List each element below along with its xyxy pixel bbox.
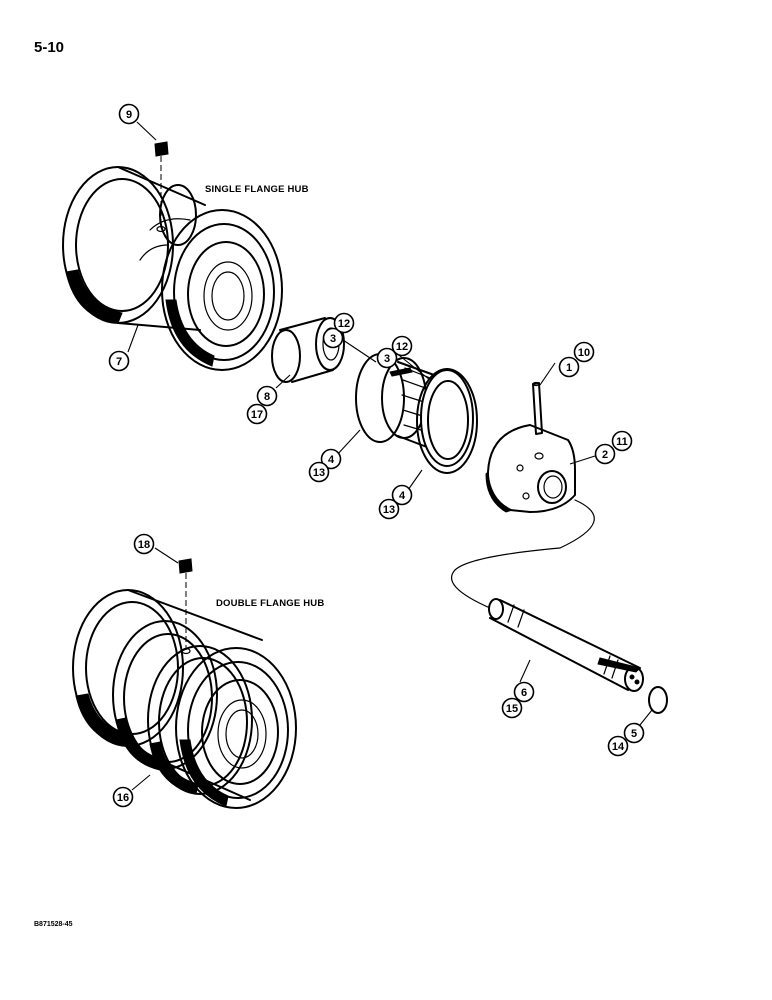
shaft-drawing [488,598,644,692]
callout-12a: 12 [333,312,355,334]
svg-text:13: 13 [313,467,325,479]
callout-1: 1 [558,356,580,378]
svg-text:16: 16 [117,792,129,804]
snap-ring-drawing [648,686,668,714]
svg-text:14: 14 [612,741,625,753]
assembly-path-line [450,499,595,609]
pin-drawing [532,381,543,435]
svg-text:15: 15 [506,703,518,715]
svg-text:1: 1 [566,362,572,374]
callout-14: 14 [607,735,629,757]
seal-assembly-drawing [355,353,478,474]
callout-10: 10 [573,341,595,363]
leader-lines [127,121,653,791]
callout-6: 6 [513,681,535,703]
callout-11: 11 [611,430,633,452]
callout-9: 9 [118,103,140,125]
callout-13b: 13 [378,498,400,520]
svg-text:8: 8 [264,391,270,403]
svg-text:2: 2 [602,449,608,461]
svg-text:12: 12 [396,341,408,353]
svg-text:13: 13 [383,504,395,516]
callout-7: 7 [108,350,130,372]
callout-2: 2 [594,443,616,465]
callout-17: 17 [246,403,268,425]
single-flange-hub-label: SINGLE FLANGE HUB [205,184,309,195]
svg-text:12: 12 [338,318,350,330]
svg-text:10: 10 [578,347,590,359]
svg-text:11: 11 [616,436,628,448]
svg-text:17: 17 [251,409,263,421]
single-flange-hub-drawing [62,166,283,371]
double-flange-hub-drawing [72,589,297,809]
bushing-drawing [271,317,345,383]
callout-15: 15 [501,697,523,719]
svg-text:4: 4 [328,454,335,466]
callout-5: 5 [623,722,645,744]
plug-icon-9 [154,141,169,233]
svg-text:18: 18 [138,539,150,551]
plug-icon-18 [178,558,193,655]
callout-4a: 4 [320,448,342,470]
svg-text:6: 6 [521,687,527,699]
callout-12b: 12 [391,335,413,357]
callout-3a: 3 [322,327,344,349]
page-number: 5-10 [34,39,64,56]
callout-18: 18 [133,533,155,555]
svg-text:3: 3 [330,333,336,345]
svg-text:9: 9 [126,109,132,121]
callout-16: 16 [112,786,134,808]
svg-text:3: 3 [384,353,390,365]
callout-13a: 13 [308,461,330,483]
reference-code: B871528-45 [34,921,73,928]
svg-text:4: 4 [399,490,406,502]
double-flange-hub-label: DOUBLE FLANGE HUB [216,598,324,609]
callout-3b: 3 [376,347,398,369]
callout-4b: 4 [391,484,413,506]
svg-text:7: 7 [116,356,122,368]
collar-drawing [485,424,576,513]
callout-8: 8 [256,385,278,407]
svg-text:5: 5 [631,728,637,740]
